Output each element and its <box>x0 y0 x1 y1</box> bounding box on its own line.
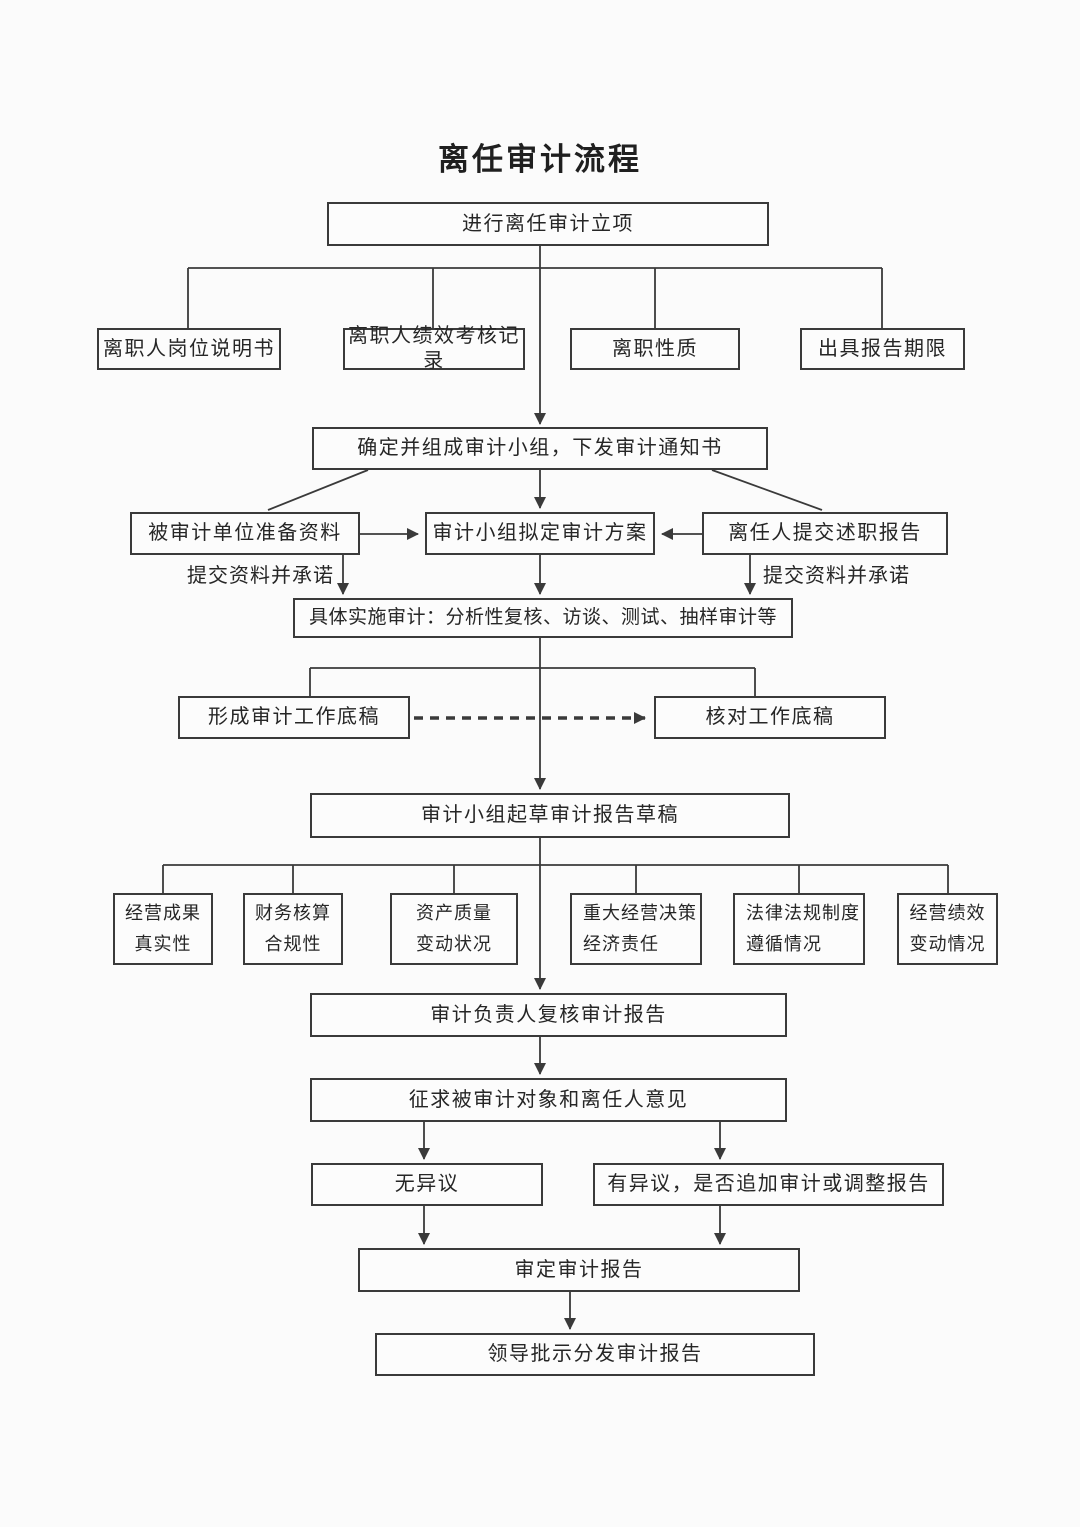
aspect-line: 经营成果 <box>125 902 201 923</box>
aspect-line: 变动情况 <box>909 934 986 954</box>
node-aspect-major-decisions: 重大经营决策 经济责任 <box>570 893 702 965</box>
node-draft-plan: 审计小组拟定审计方案 <box>425 512 655 555</box>
page-title: 离任审计流程 <box>438 142 642 177</box>
node-aspect-asset-quality: 资产质量 变动状况 <box>390 893 518 965</box>
node-check-papers: 核对工作底稿 <box>654 696 886 739</box>
node-input-report-deadline: 出具报告期限 <box>800 328 965 370</box>
node-aspect-operating-results: 经营成果 真实性 <box>113 893 213 965</box>
node-duty-report: 离任人提交述职报告 <box>702 512 948 555</box>
node-objection: 有异议，是否追加审计或调整报告 <box>593 1163 944 1206</box>
edge-label-submit-left: 提交资料并承诺 <box>187 565 334 587</box>
aspect-line: 合规性 <box>264 934 322 954</box>
node-no-objection: 无异议 <box>311 1163 543 1206</box>
edge-label-submit-right: 提交资料并承诺 <box>763 565 910 587</box>
node-input-departure-nature: 离职性质 <box>570 328 740 370</box>
aspect-line: 经济责任 <box>583 934 659 954</box>
node-working-papers: 形成审计工作底稿 <box>178 696 410 739</box>
aspect-line: 遵循情况 <box>746 934 822 954</box>
node-start: 进行离任审计立项 <box>327 202 769 246</box>
node-review-report: 审计负责人复核审计报告 <box>310 993 787 1037</box>
node-aspect-law-compliance: 法律法规制度 遵循情况 <box>733 893 865 965</box>
node-prepare-materials: 被审计单位准备资料 <box>130 512 360 555</box>
aspect-line: 财务核算 <box>255 902 331 923</box>
node-form-team: 确定并组成审计小组，下发审计通知书 <box>312 427 768 470</box>
aspect-line: 真实性 <box>134 934 192 954</box>
aspect-line: 资产质量 <box>416 902 492 923</box>
node-implement-audit: 具体实施审计：分析性复核、访谈、测试、抽样审计等 <box>293 598 793 638</box>
aspect-line: 重大经营决策 <box>583 902 697 923</box>
node-aspect-financial-accounting: 财务核算 合规性 <box>243 893 343 965</box>
node-finalize-report: 审定审计报告 <box>358 1248 800 1292</box>
node-input-performance-records: 离职人绩效考核记录 <box>343 325 525 372</box>
node-draft-report: 审计小组起草审计报告草稿 <box>310 793 790 838</box>
aspect-line: 法律法规制度 <box>746 902 860 923</box>
node-aspect-performance-change: 经营绩效 变动情况 <box>897 893 998 965</box>
edge-group <box>162 246 949 1330</box>
node-solicit-opinions: 征求被审计对象和离任人意见 <box>310 1078 787 1122</box>
aspect-line: 经营绩效 <box>909 902 986 923</box>
node-distribute-report: 领导批示分发审计报告 <box>375 1333 815 1376</box>
node-input-job-description: 离职人岗位说明书 <box>97 328 281 370</box>
aspect-line: 变动状况 <box>416 934 492 954</box>
